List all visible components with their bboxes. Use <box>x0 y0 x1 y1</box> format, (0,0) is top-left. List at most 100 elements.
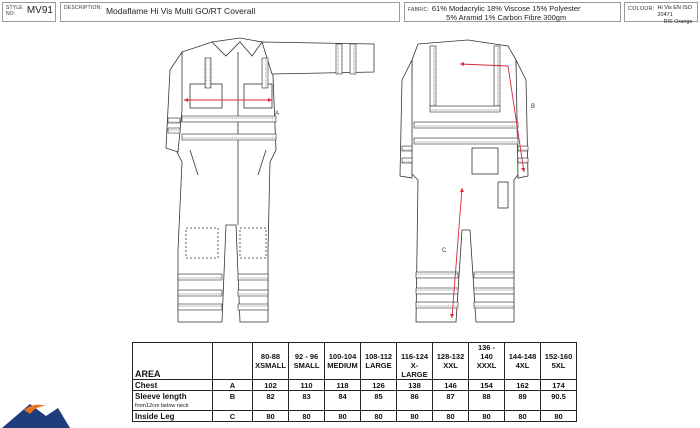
letter-header <box>212 361 253 380</box>
colour-line2: RIS Orange <box>663 19 693 25</box>
range-cell: 136 - 140 <box>468 342 505 361</box>
size-name-row: AREA XSMALL SMALL MEDIUM LARGE X-LARGE X… <box>132 361 577 380</box>
row-letter: C <box>212 410 253 422</box>
value-cell: 154 <box>468 379 505 391</box>
value-cell: 83 <box>288 390 325 402</box>
size-name-cell: X-LARGE <box>396 361 433 380</box>
description-label: DESCRIPTION: <box>64 5 102 11</box>
fabric-value: 61% Modacrylic 18% Viscose 15% Polyester… <box>431 4 581 22</box>
row-letter: B <box>212 390 253 402</box>
value-cell: 80 <box>468 410 505 422</box>
value-cell: 80 <box>504 410 541 422</box>
range-cell: 128-132 <box>432 342 469 361</box>
value-cell: 89 <box>504 390 541 402</box>
inside-leg-measure-line <box>450 187 464 319</box>
size-name-cell: XSMALL <box>252 361 289 380</box>
sleeve-marker-b: B <box>531 104 535 110</box>
letter-header-top <box>212 342 253 361</box>
value-cell: 138 <box>396 379 433 391</box>
style-number-box: STYLE NO: MV91 <box>2 2 56 22</box>
note-blank <box>288 401 325 411</box>
value-cell: 85 <box>360 390 397 402</box>
range-cell: 108-112 <box>360 342 397 361</box>
value-cell: 90.5 <box>540 390 577 402</box>
value-cell: 80 <box>252 410 289 422</box>
back-pocket <box>471 147 499 175</box>
inside-leg-marker-c: C <box>442 248 447 254</box>
range-cell: 92 - 96 <box>288 342 325 361</box>
front-knee-pad-left <box>185 227 219 259</box>
value-cell: 146 <box>432 379 469 391</box>
size-name-cell: 5XL <box>540 361 577 380</box>
front-knee-pad-right <box>239 227 267 259</box>
logo-sun-arc <box>24 404 46 414</box>
value-cell: 102 <box>252 379 289 391</box>
value-cell: 174 <box>540 379 577 391</box>
value-cell: 110 <box>288 379 325 391</box>
value-cell: 118 <box>324 379 361 391</box>
table-row-chest: Chest A 102 110 118 126 138 146 154 162 … <box>132 379 577 391</box>
back-view <box>399 39 529 323</box>
table-row-inside-leg: Inside Leg C 80 80 80 80 80 80 80 80 80 <box>132 410 577 422</box>
fabric-line1: 61% Modacrylic 18% Viscose 15% Polyester <box>431 4 581 13</box>
value-cell: 162 <box>504 379 541 391</box>
row-label: Sleeve length <box>132 390 213 402</box>
value-cell: 82 <box>252 390 289 402</box>
value-cell: 80 <box>324 410 361 422</box>
table-row-sleeve: Sleeve length B 82 83 84 85 86 87 88 89 … <box>132 390 577 402</box>
note-blank <box>540 401 577 411</box>
back-body-outline <box>409 39 521 323</box>
style-number-value: MV91 <box>26 5 53 16</box>
size-range-row: 80-88 92 - 96 100-104 108-112 116-124 12… <box>132 342 577 361</box>
value-cell: 80 <box>360 410 397 422</box>
size-name-cell: 4XL <box>504 361 541 380</box>
fabric-line2: 5% Aramid 1% Carbon Fibre 300gm <box>446 12 567 22</box>
style-label-line2: NO: <box>6 11 16 17</box>
chest-measure-line <box>184 98 272 102</box>
size-name-cell: MEDIUM <box>324 361 361 380</box>
range-cell: 116-124 <box>396 342 433 361</box>
note-blank <box>504 401 541 411</box>
colour-label: COLOUR: <box>628 6 655 12</box>
value-cell: 80 <box>432 410 469 422</box>
note-blank <box>252 401 289 411</box>
size-chart-table: 80-88 92 - 96 100-104 108-112 116-124 12… <box>132 342 577 422</box>
back-reflective-tapes <box>401 45 529 309</box>
description-box: DESCRIPTION: Modaflame Hi Vis Multi GO/R… <box>60 2 400 22</box>
style-number-label: STYLE NO: <box>6 5 23 17</box>
front-left-sleeve <box>165 50 183 153</box>
chest-marker-a: A <box>275 111 279 117</box>
size-name-cell: SMALL <box>288 361 325 380</box>
value-cell: 86 <box>396 390 433 402</box>
note-blank <box>468 401 505 411</box>
fabric-label: FABRIC: <box>408 7 429 13</box>
value-cell: 80 <box>540 410 577 422</box>
back-leg-pocket <box>497 181 509 209</box>
range-cell: 152-160 <box>540 342 577 361</box>
description-value: Modaflame Hi Vis Multi GO/RT Coverall <box>105 6 256 16</box>
logo-mountain-shape <box>2 404 70 428</box>
front-reflective-tapes <box>167 43 357 311</box>
note-blank <box>212 401 253 411</box>
colour-value: Hi Vis EN ISO 20471 RIS Orange <box>657 5 694 26</box>
size-name-cell: XXXL <box>468 361 505 380</box>
style-label-line1: STYLE <box>6 5 23 11</box>
colour-box: COLOUR: Hi Vis EN ISO 20471 RIS Orange <box>624 2 698 25</box>
area-header: AREA <box>132 361 213 380</box>
value-cell: 84 <box>324 390 361 402</box>
sleeve-measure-line <box>459 62 525 173</box>
area-header-top <box>132 342 213 361</box>
note-blank <box>360 401 397 411</box>
fabric-box: FABRIC: 61% Modacrylic 18% Viscose 15% P… <box>404 2 621 22</box>
value-cell: 80 <box>288 410 325 422</box>
brand-mountain-logo <box>2 404 70 428</box>
value-cell: 88 <box>468 390 505 402</box>
range-cell: 144-148 <box>504 342 541 361</box>
value-cell: 87 <box>432 390 469 402</box>
sleeve-note: from12cm below neck <box>132 401 213 411</box>
note-blank <box>324 401 361 411</box>
range-cell: 100-104 <box>324 342 361 361</box>
front-view <box>165 37 375 323</box>
row-letter: A <box>212 379 253 391</box>
